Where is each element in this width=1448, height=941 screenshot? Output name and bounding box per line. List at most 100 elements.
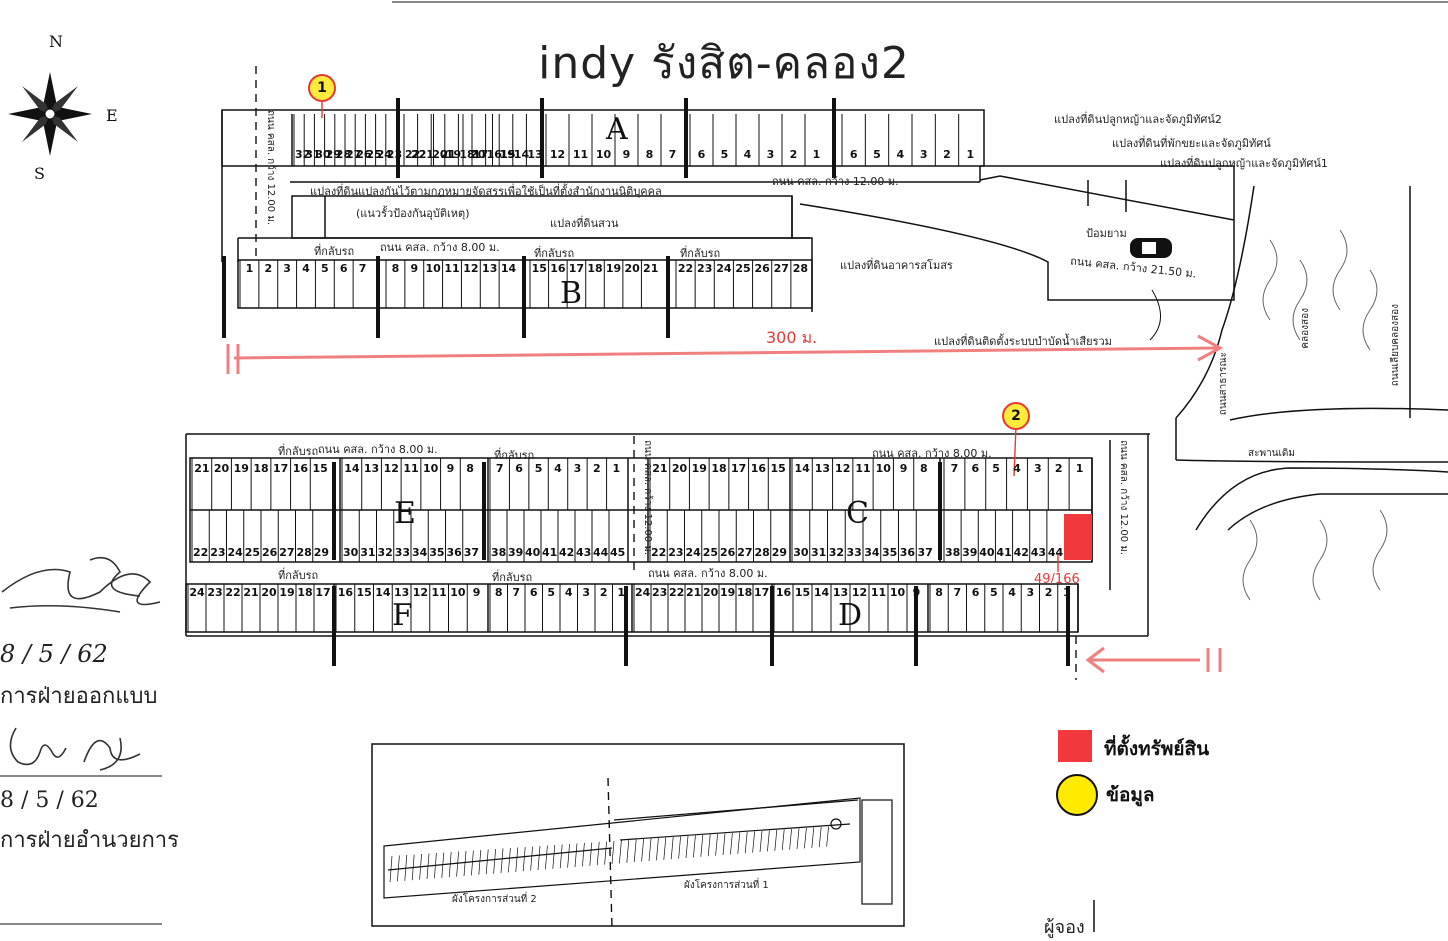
- inset-lot-line: [811, 827, 815, 848]
- lot-number: 32: [828, 546, 845, 559]
- legend-info-swatch: [1056, 774, 1098, 816]
- lot-number: 4: [554, 462, 562, 475]
- info-marker-1[interactable]: 1: [308, 74, 336, 102]
- lot-number: 23: [652, 586, 668, 599]
- inset-lot-line: [685, 835, 689, 859]
- inset-lot-line: [545, 845, 548, 870]
- lot-number: 18: [737, 586, 753, 599]
- inset-lot-line: [604, 841, 607, 865]
- lot-number: 8: [645, 148, 654, 161]
- inset-lot-line: [434, 852, 437, 879]
- lot-number: 8: [391, 262, 400, 275]
- lot-number: 44: [1047, 546, 1064, 559]
- lot-number: 27: [279, 546, 295, 559]
- plot-grass2-label: แปลงที่ดินปลูกหญ้าและจัดภูมิทัศน์2: [1054, 113, 1222, 126]
- inset-lot-line: [641, 838, 644, 862]
- lot-number: 8: [920, 462, 928, 475]
- turnaround-label-2: ที่กลับรถ: [534, 247, 575, 260]
- road-barrier: [522, 256, 526, 338]
- road-canal-side-label: ถนนสาธารณะ: [1218, 352, 1229, 416]
- inset-lot-line: [759, 830, 763, 853]
- inset-lot-line: [411, 854, 415, 881]
- lot-number: 2: [943, 148, 951, 161]
- inset-lot-line: [485, 849, 489, 875]
- turnaround-label-3: ที่กลับรถ: [680, 247, 721, 260]
- lot-number: 41: [996, 546, 1012, 559]
- lot-number: 35: [881, 546, 898, 559]
- lot-number: 1: [245, 262, 254, 275]
- road-barrier: [938, 462, 942, 560]
- inset-lot-line: [752, 831, 755, 853]
- lot-number: 26: [262, 546, 278, 559]
- lot-number: 16: [550, 262, 566, 275]
- lot-number: 34: [864, 546, 880, 559]
- lot-number: 1: [612, 462, 621, 475]
- inset-lot-line: [626, 839, 630, 863]
- lot-number: 18: [297, 586, 313, 599]
- lot-number: 21: [440, 148, 456, 161]
- old-bridge-label: สะพานเดิม: [1248, 448, 1296, 459]
- signature-1-image: [1, 556, 161, 613]
- lot-number: 20: [703, 586, 719, 599]
- lot-number: 23: [697, 262, 713, 275]
- canal-road-label: ถนนเลียบคลองสอง: [1390, 304, 1401, 387]
- map-title: indy รังสิต-คลอง2: [538, 38, 910, 89]
- lot-number: 11: [403, 462, 419, 475]
- lot-number: 32: [295, 148, 311, 161]
- turnaround-label-6: ที่กลับรถ: [278, 569, 319, 582]
- lot-number: 3: [1026, 586, 1035, 599]
- lot-number: 5: [321, 262, 329, 275]
- lot-number: 11: [855, 462, 871, 475]
- lot-number: 2: [1054, 462, 1063, 475]
- lot-number: 25: [244, 546, 261, 559]
- inset-lot-line: [567, 843, 570, 868]
- lot-number: 1: [1075, 462, 1084, 475]
- lot-number: 13: [527, 148, 543, 161]
- lot-number: 24: [635, 586, 651, 599]
- lot-number: 44: [593, 546, 609, 559]
- lot-number: 4: [743, 148, 752, 161]
- lot-number: 8: [494, 586, 503, 599]
- lot-number: 10: [875, 462, 891, 475]
- lot-number: 10: [423, 462, 439, 475]
- lot-number: 19: [691, 462, 707, 475]
- road-barrier: [666, 256, 670, 338]
- lot-number: 25: [366, 148, 382, 161]
- lot-number: 1: [966, 148, 975, 161]
- lot-number: 10: [595, 148, 612, 161]
- lot-number: 20: [261, 586, 277, 599]
- plot-gov-label: แปลงที่ดินแปลงกันไว้ตามกฎหมายจัดสรรเพื่อ…: [310, 185, 662, 198]
- info-marker-2[interactable]: 2: [1002, 402, 1030, 430]
- lot-number: 27: [346, 148, 362, 161]
- inset-lot-line: [767, 830, 770, 852]
- lot-number: 5: [547, 586, 556, 599]
- guard-label: ป้อมยาม: [1086, 227, 1127, 240]
- road-barrier: [332, 586, 336, 666]
- lot-number: 14: [375, 586, 391, 599]
- lot-number: 2: [593, 462, 601, 475]
- lot-number: 39: [962, 546, 978, 559]
- lot-number: 11: [431, 586, 447, 599]
- signature-2-role: การฝ่ายอำนวยการ: [0, 828, 179, 853]
- lot-number: 12: [835, 462, 851, 475]
- lot-number: 4: [1008, 586, 1016, 599]
- inset-lot-line: [508, 847, 511, 873]
- inset-lot-line: [611, 840, 615, 865]
- lot-number: 16: [292, 462, 309, 475]
- lot-number: 42: [1013, 546, 1029, 559]
- lot-number: 27: [773, 262, 789, 275]
- lot-number: 30: [343, 546, 359, 559]
- inset-lot-line: [656, 837, 659, 861]
- inset-lot-line: [633, 839, 637, 863]
- turnaround-label-1: ที่กลับรถ: [314, 245, 355, 258]
- lot-number: 41: [542, 546, 558, 559]
- lot-number: 9: [899, 462, 908, 475]
- road-barrier: [684, 98, 688, 178]
- legend-property-swatch: [1058, 730, 1092, 762]
- inset-lot-line: [500, 848, 504, 874]
- inset-lot-line: [737, 832, 741, 854]
- lot-number: 17: [273, 462, 289, 475]
- compass-north-label: N: [49, 32, 63, 51]
- lot-number: 28: [792, 262, 809, 275]
- signature-2-date: 8 / 5 / 62: [0, 788, 99, 813]
